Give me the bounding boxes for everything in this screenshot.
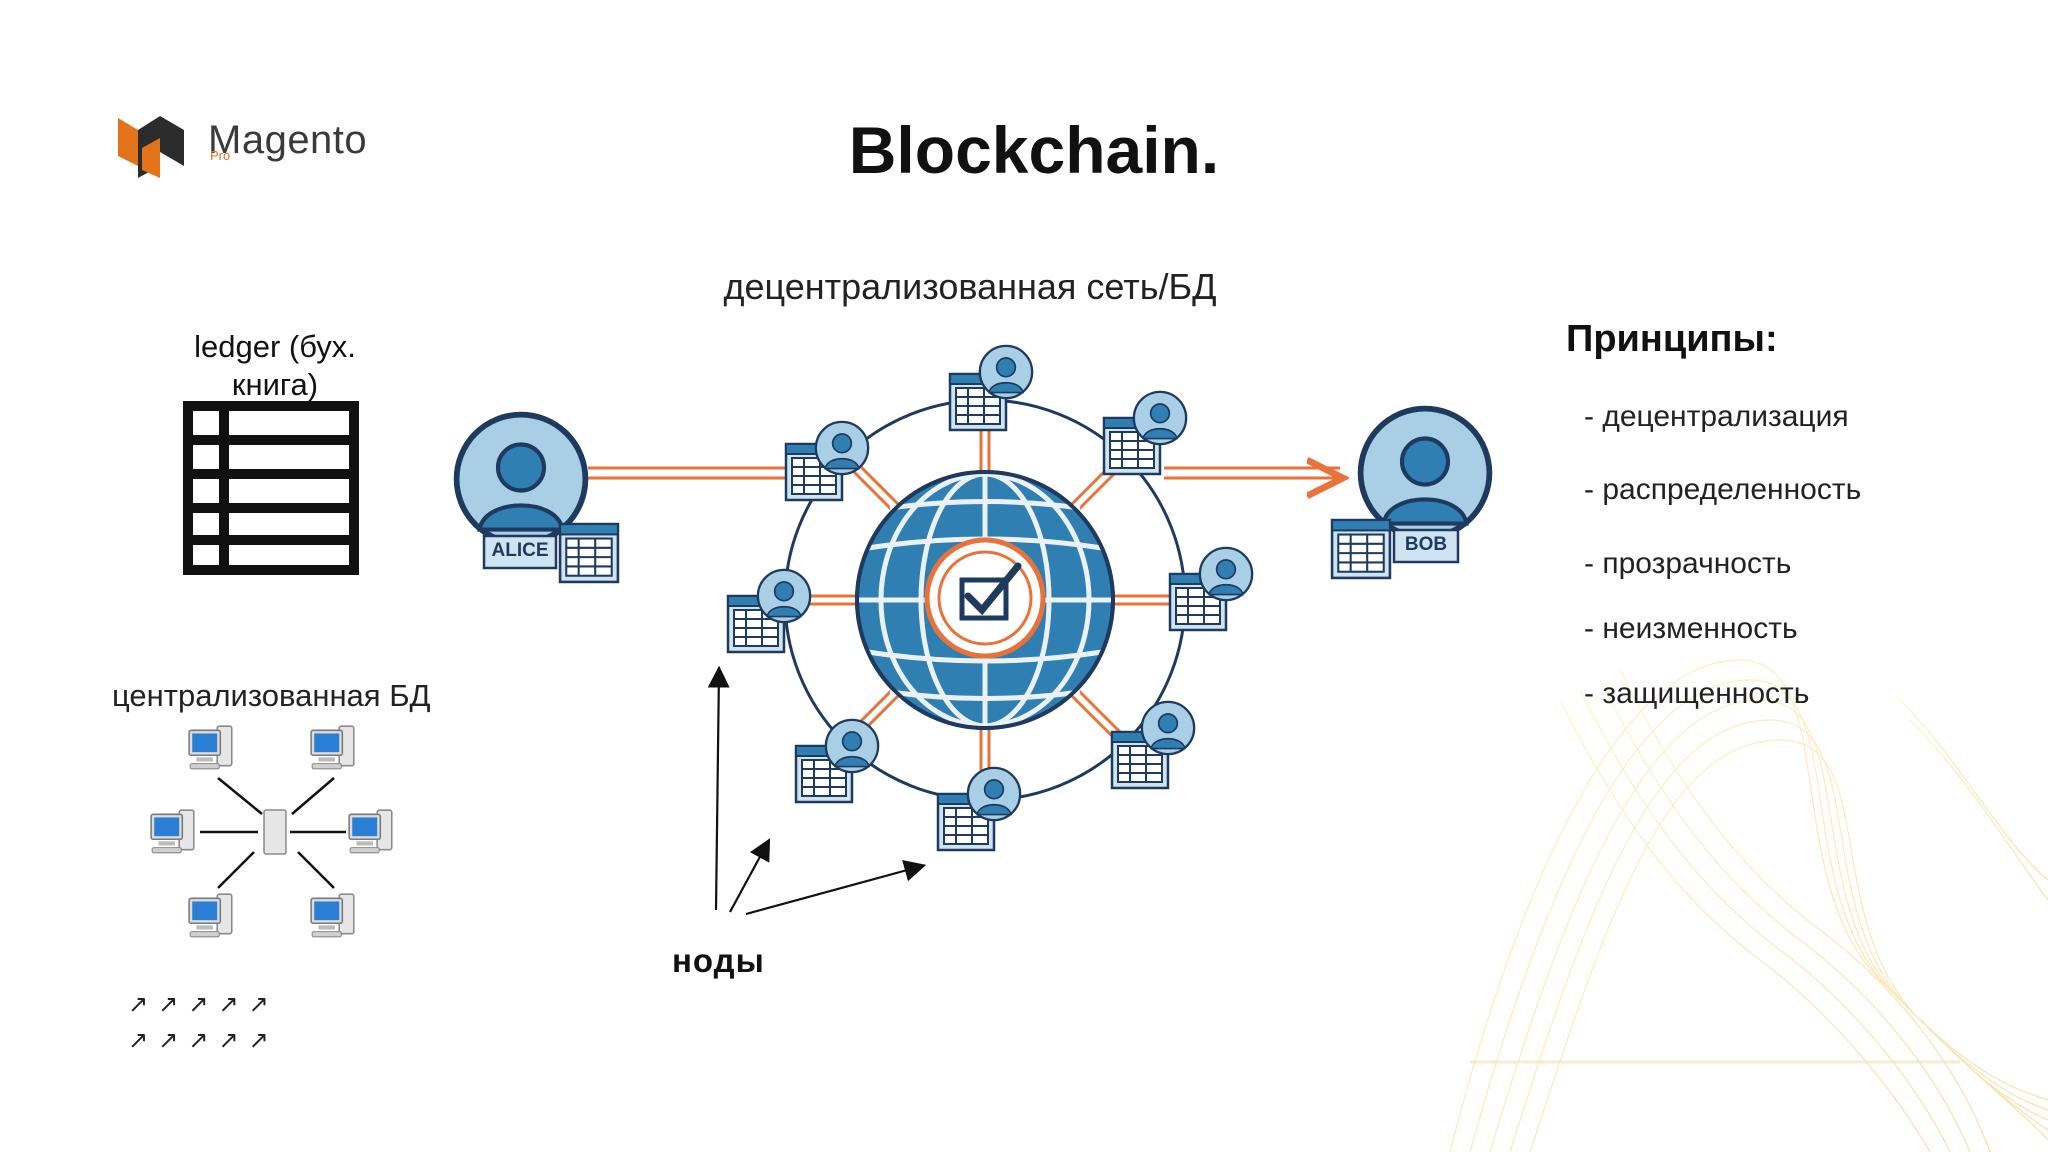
principle-item: - децентрализация: [1584, 400, 1849, 433]
logo-pro-text: Pro: [210, 148, 231, 163]
central-server-icon: [263, 809, 287, 855]
client-computer-icon-1: [188, 725, 233, 770]
principle-item: - защищенность: [1584, 677, 1810, 710]
network-subtitle: децентрализованная сеть/БД: [723, 266, 1217, 307]
network-node-2: [1102, 390, 1188, 476]
bob-connection-arrow: [1164, 468, 1340, 478]
ledger-table-icon: [183, 401, 359, 575]
alice-connection-line: [588, 466, 786, 480]
alice-label: ALICE: [491, 540, 549, 561]
client-computer-icon-3: [150, 809, 195, 854]
bob-badge: [1392, 528, 1460, 564]
nodes-label: ноды: [672, 942, 765, 979]
logo-brand-text: Magento: [208, 118, 368, 162]
bob-avatar-icon: [1361, 409, 1490, 538]
client-computer-icon-2: [310, 725, 355, 770]
network-node-6: [794, 718, 880, 804]
centralized-network-diagram: [200, 777, 346, 889]
alice-db-icon: [558, 522, 620, 584]
network-node-5: [936, 766, 1022, 852]
bob-label: BOB: [1404, 534, 1448, 555]
ledger-label-line-2: книга): [231, 367, 319, 402]
arrow-row-1: ↗↗↗↗↗: [128, 991, 279, 1018]
arrow-row-2: ↗↗↗↗↗: [128, 1027, 279, 1054]
ledger-label-line-1: ledger (бух.: [194, 329, 356, 364]
principle-item: - распределенность: [1584, 473, 1862, 506]
slide-title: Blockchain.: [848, 113, 1220, 187]
client-computer-icon-5: [188, 893, 233, 938]
principle-item: - прозрачность: [1584, 547, 1792, 580]
network-node-1: [948, 344, 1034, 432]
ledger-label: ledger (бух. книга): [150, 328, 400, 404]
bob-db-icon: [1330, 518, 1392, 580]
principle-item: - неизменность: [1584, 612, 1798, 645]
magento-pro-logo: [118, 116, 184, 178]
alice-badge: [482, 534, 558, 570]
network-node-4: [1110, 700, 1196, 790]
client-computer-icon-4: [348, 809, 393, 854]
principles-title: Принципы:: [1566, 318, 1778, 360]
network-node-8: [784, 420, 870, 502]
client-computer-icon-6: [310, 893, 355, 938]
verified-check-icon: [924, 537, 1046, 659]
centralized-db-label: централизованная БД: [112, 678, 431, 713]
network-node-7: [726, 568, 812, 654]
nodes-pointer-arrows: [707, 665, 927, 916]
